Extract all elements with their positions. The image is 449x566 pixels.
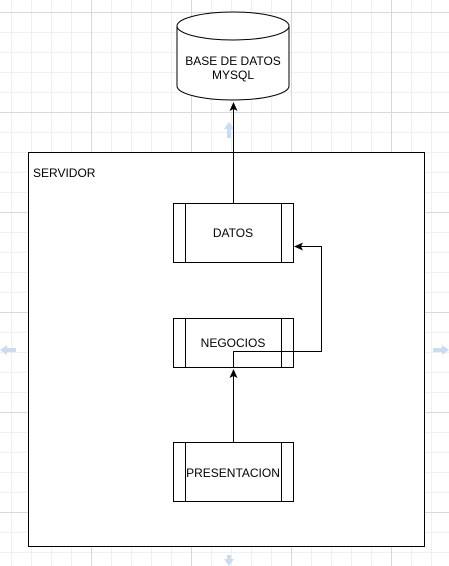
- guide-arrow-up-icon: [224, 122, 234, 138]
- guide-arrows: [0, 122, 449, 566]
- guide-arrow-down-icon: [224, 555, 234, 566]
- presentacion-process-box[interactable]: [173, 442, 294, 502]
- guide-arrow-right-icon: [433, 345, 449, 355]
- guide-arrow-left-icon: [0, 345, 16, 355]
- database-cylinder[interactable]: [176, 11, 290, 101]
- connector-negocios-to-datos[interactable]: [233, 242, 322, 369]
- datos-process-box[interactable]: [173, 203, 294, 263]
